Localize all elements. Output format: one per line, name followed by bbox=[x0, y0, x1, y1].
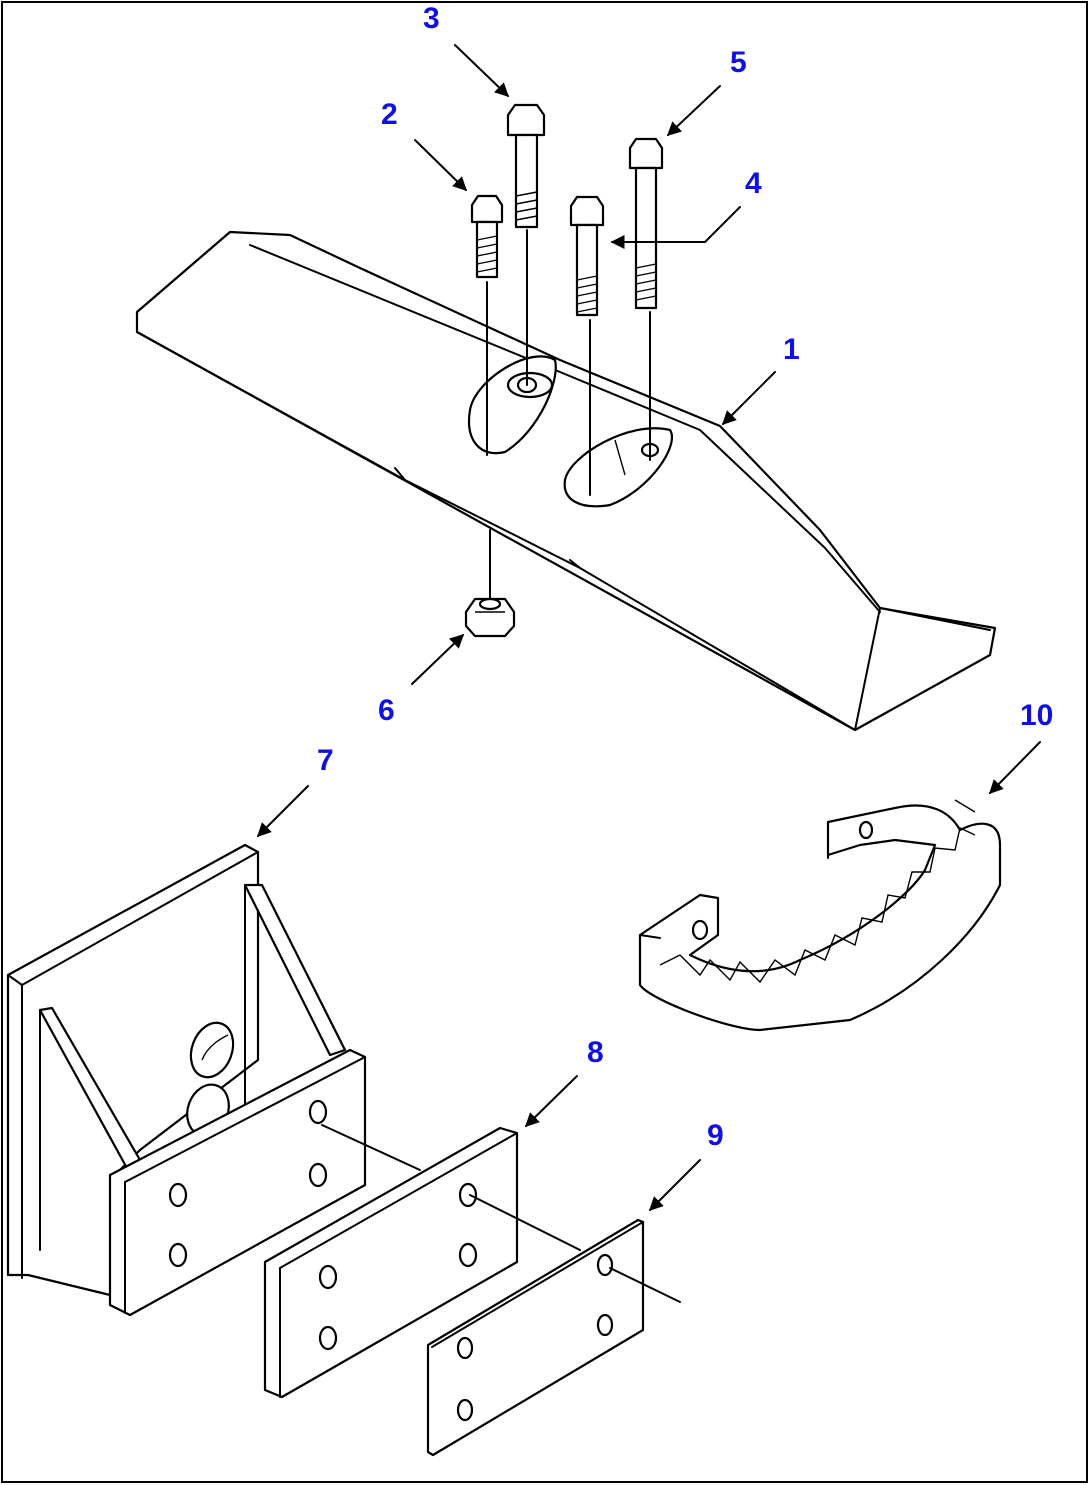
part-8-plate bbox=[263, 1124, 581, 1399]
leader-8 bbox=[525, 1075, 578, 1127]
part-4-bolt bbox=[569, 195, 605, 496]
callout-9: 9 bbox=[707, 1119, 724, 1152]
callout-labels: 3 2 5 4 1 6 7 10 8 9 bbox=[317, 2, 1053, 1152]
leader-5 bbox=[666, 85, 721, 136]
part-3-bolt bbox=[506, 103, 546, 386]
leader-9 bbox=[649, 1159, 701, 1211]
part-1-tooth bbox=[135, 230, 997, 732]
callout-8: 8 bbox=[587, 1036, 604, 1069]
part-5-bolt bbox=[628, 137, 664, 461]
leader-1 bbox=[722, 371, 776, 425]
leader-lines bbox=[257, 44, 1041, 1211]
part-7-bracket bbox=[6, 843, 367, 1317]
part-9-shim bbox=[426, 1218, 681, 1457]
leader-4 bbox=[610, 206, 741, 249]
callout-10: 10 bbox=[1020, 699, 1053, 732]
part-6-nut bbox=[464, 529, 516, 638]
callout-1: 1 bbox=[783, 333, 800, 366]
leader-6 bbox=[411, 634, 465, 685]
callout-5: 5 bbox=[730, 46, 747, 79]
callout-2: 2 bbox=[381, 98, 398, 131]
leader-10 bbox=[989, 741, 1041, 794]
leader-7 bbox=[257, 785, 309, 837]
leader-2 bbox=[414, 139, 467, 191]
callout-7: 7 bbox=[317, 744, 334, 777]
callout-4: 4 bbox=[745, 167, 762, 200]
callout-3: 3 bbox=[423, 2, 440, 35]
callout-6: 6 bbox=[378, 694, 395, 727]
leader-3 bbox=[454, 44, 510, 97]
part-10-retainer bbox=[638, 799, 1002, 1032]
part-2-bolt bbox=[470, 194, 504, 456]
